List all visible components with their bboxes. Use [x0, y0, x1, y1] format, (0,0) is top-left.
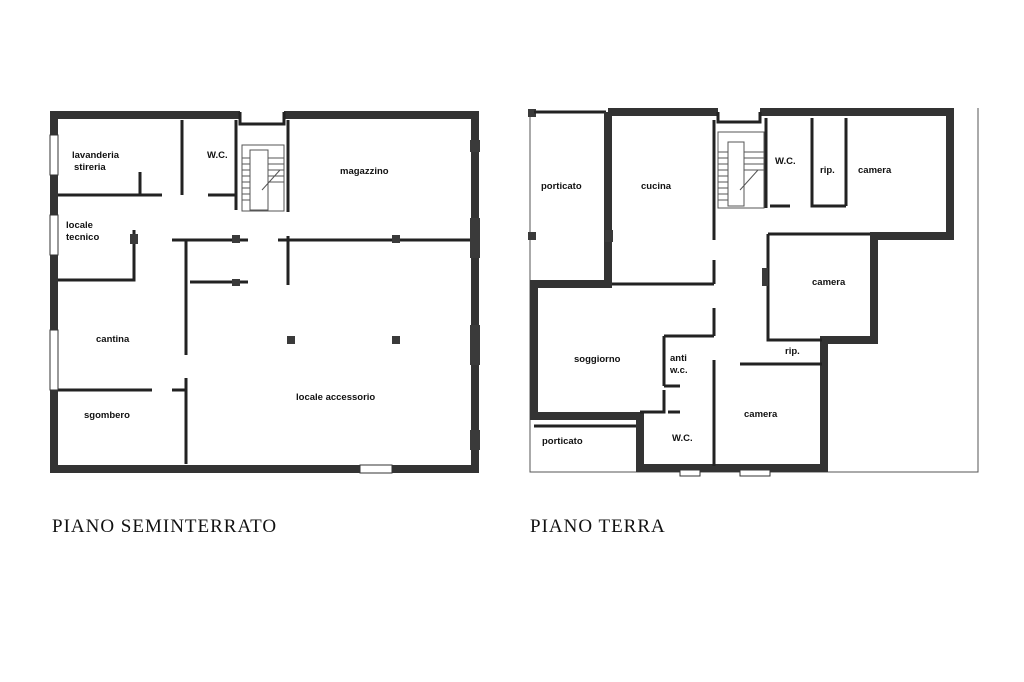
- pillar: [232, 279, 240, 286]
- wall-notch: [240, 108, 284, 120]
- window-mark: [49, 214, 59, 256]
- room-label: lavanderia: [72, 150, 120, 161]
- pillar: [130, 234, 138, 244]
- room-label: stireria: [74, 162, 106, 173]
- pillar: [287, 336, 295, 344]
- stair-treads: [718, 151, 764, 201]
- room-label: camera: [744, 409, 778, 420]
- room-label: W.C.: [207, 150, 228, 161]
- window-mark: [470, 140, 480, 152]
- stair-notch-wall: [238, 112, 286, 126]
- stair-arrow: [739, 169, 759, 191]
- room-label: tecnico: [66, 232, 99, 243]
- pillar: [392, 235, 400, 243]
- staircase: [717, 131, 765, 209]
- stair-arrow: [261, 169, 281, 191]
- stair-outline: [241, 144, 285, 212]
- window-mark: [49, 134, 59, 176]
- window-mark: [470, 218, 480, 258]
- room-label: locale accessorio: [296, 392, 375, 403]
- pillar: [528, 109, 536, 117]
- plan-terra: porticato cucina W.C. rip. camera camera…: [528, 108, 979, 537]
- wall: [640, 390, 666, 414]
- room-label: rip.: [820, 165, 835, 176]
- pillar: [528, 232, 536, 240]
- room-label: w.c.: [669, 365, 688, 376]
- pillar: [232, 235, 240, 243]
- window-mark: [470, 430, 480, 450]
- wall: [810, 118, 846, 208]
- window-mark: [470, 325, 480, 365]
- room-label: cantina: [96, 334, 130, 345]
- stair-well: [727, 141, 745, 207]
- wall: [716, 112, 762, 124]
- room-label: locale: [66, 220, 93, 231]
- plan-seminterrato: lavanderia stireria W.C. magazzino local…: [49, 108, 480, 537]
- room-label: anti: [670, 353, 687, 364]
- room-label: W.C.: [672, 433, 693, 444]
- room-label: magazzino: [340, 166, 389, 177]
- plan-title: PIANO SEMINTERRATO: [52, 516, 277, 537]
- window-mark: [679, 469, 701, 477]
- room-label: rip.: [785, 346, 800, 357]
- room-label: camera: [812, 277, 846, 288]
- stair-well: [249, 149, 269, 211]
- room-label: camera: [858, 165, 892, 176]
- pillar: [392, 336, 400, 344]
- room-label: porticato: [542, 436, 583, 447]
- plan-title: PIANO TERRA: [530, 516, 666, 537]
- window-mark: [49, 329, 59, 391]
- outer-wall: [530, 108, 954, 472]
- pillar: [762, 268, 768, 286]
- wall: [58, 230, 136, 282]
- room-label: porticato: [541, 181, 582, 192]
- stair-treads: [242, 157, 284, 201]
- pillar: [605, 230, 613, 242]
- staircase: [241, 144, 285, 212]
- room-label: soggiorno: [574, 354, 621, 365]
- room-label: cucina: [641, 181, 672, 192]
- room-label: W.C.: [775, 156, 796, 167]
- window-mark: [359, 464, 393, 474]
- room-label: sgombero: [84, 410, 130, 421]
- window-mark: [739, 469, 771, 477]
